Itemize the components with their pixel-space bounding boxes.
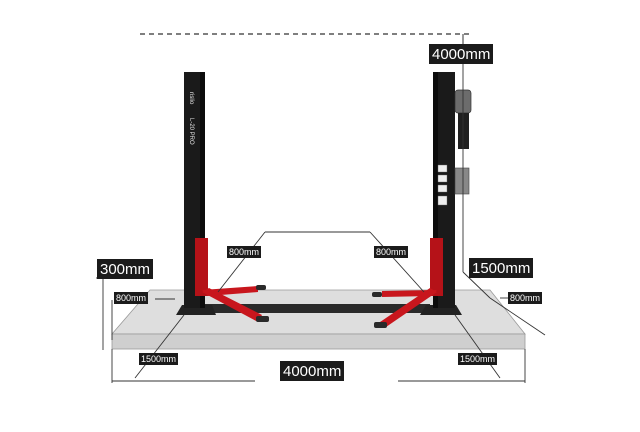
side-dim-line (489, 297, 546, 336)
bottom-dim-line (454, 314, 501, 379)
left-column-model: L-20 PRO (188, 118, 194, 145)
base-cross-plate (205, 304, 430, 313)
total-width-label: 4000mm (280, 361, 345, 381)
arm-length-left-label: 800mm (227, 246, 262, 258)
control-box (454, 167, 470, 195)
side-dim-line (462, 271, 491, 299)
left-column-brand: rislio (188, 92, 194, 105)
column-depth-label: 1500mm (469, 258, 534, 278)
left-carriage (195, 238, 208, 296)
right-arm-pad (372, 292, 382, 297)
right-arm-front (380, 288, 437, 327)
right-arm-rear (382, 290, 437, 297)
warning-sticker (437, 184, 448, 193)
arm-dim-line (369, 231, 425, 293)
arm-dim-line (217, 231, 266, 293)
warning-sticker (437, 164, 448, 173)
bottom-left-label: 1500mm (139, 353, 179, 365)
lift-height-label: 300mm (97, 259, 154, 279)
arm-length-right-label: 800mm (374, 246, 409, 258)
power-unit-cylinder (458, 113, 469, 149)
right-column-front-edge (433, 72, 438, 308)
left-arm-rear (202, 286, 258, 296)
warning-sticker (437, 195, 448, 206)
floor-slab-front (111, 333, 526, 350)
left-arm-pad (256, 316, 269, 322)
bottom-right-label: 1500mm (458, 353, 498, 365)
side-left-label: 800mm (114, 292, 149, 304)
right-carriage (430, 238, 443, 296)
left-column-front-edge (200, 72, 205, 308)
right-arm-pad (374, 322, 387, 328)
side-right-label: 800mm (508, 292, 543, 304)
bottom-dim-line (134, 314, 185, 379)
top-height-label: 4000mm (429, 44, 494, 64)
left-arm-pad (256, 285, 266, 290)
left-arm-front (202, 288, 262, 322)
warning-sticker (437, 174, 448, 183)
